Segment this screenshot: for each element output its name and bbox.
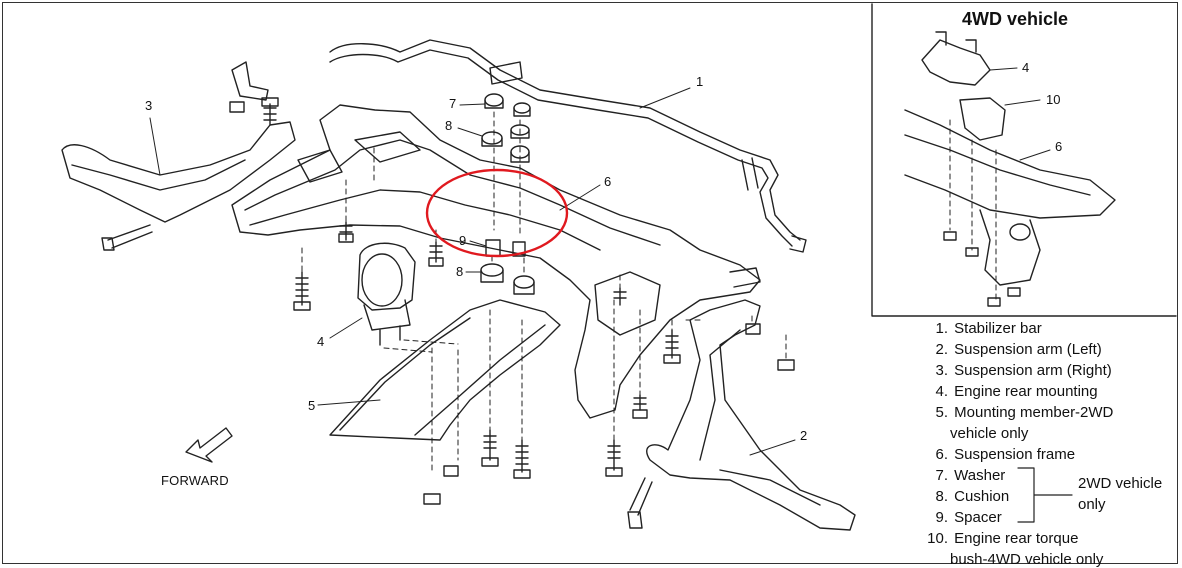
inset-artwork bbox=[904, 31, 1116, 307]
inset-callout-4: 4 bbox=[1022, 60, 1030, 75]
legend-item: 9. Spacer bbox=[935, 509, 1002, 526]
forward-label: FORWARD bbox=[161, 473, 229, 488]
fastener-bolts bbox=[229, 97, 795, 505]
legend-item-continuation: bush-4WD vehicle only bbox=[950, 551, 1104, 568]
callout-9: 9 bbox=[459, 233, 467, 248]
forward-arrow bbox=[185, 427, 233, 463]
legend-item: 7. Washer bbox=[935, 467, 1006, 484]
callout-2: 2 bbox=[800, 428, 808, 443]
callout-3: 3 bbox=[145, 98, 153, 113]
inset-border bbox=[871, 3, 1177, 317]
callout-1: 1 bbox=[696, 74, 704, 89]
callout-6: 6 bbox=[604, 174, 612, 189]
callout-5: 5 bbox=[308, 398, 316, 413]
mounting-member bbox=[329, 299, 561, 441]
engine-rear-mounting bbox=[357, 242, 416, 311]
legend-item: 2. Suspension arm (Left) bbox=[935, 341, 1102, 358]
legend-item: 3. Suspension arm (Right) bbox=[935, 362, 1112, 379]
legend-item: 10. Engine rear torque bbox=[927, 530, 1079, 547]
suspension-arm-left bbox=[646, 299, 856, 531]
inset-callout-6: 6 bbox=[1055, 139, 1063, 154]
inset-callout-10: 10 bbox=[1046, 92, 1061, 107]
legend-item: 1. Stabilizer bar bbox=[935, 320, 1042, 337]
legend-item: 5. Mounting member-2WD bbox=[935, 404, 1114, 421]
highlight-ellipse bbox=[425, 168, 569, 258]
bracket-note: 2WD vehicle only bbox=[1078, 475, 1163, 513]
leader-lines bbox=[149, 67, 1051, 456]
legend-item: 8. Cushion bbox=[935, 488, 1010, 505]
stabilizer-bar bbox=[329, 39, 801, 241]
callout-4: 4 bbox=[317, 334, 325, 349]
inset-torque-bush bbox=[959, 97, 1006, 141]
inset-engine-mount bbox=[921, 39, 991, 86]
suspension-frame bbox=[231, 104, 761, 419]
legend-item: 6. Suspension frame bbox=[935, 446, 1076, 463]
suspension-arm-right bbox=[61, 121, 296, 223]
legend-bracket bbox=[1017, 467, 1073, 523]
callout-8-lower: 8 bbox=[456, 264, 464, 279]
legend-item-continuation: vehicle only bbox=[950, 425, 1029, 442]
legend-item: 4. Engine rear mounting bbox=[935, 383, 1098, 400]
callout-8-upper: 8 bbox=[445, 118, 453, 133]
inset-title: 4WD vehicle bbox=[962, 9, 1069, 29]
callout-7: 7 bbox=[449, 96, 457, 111]
